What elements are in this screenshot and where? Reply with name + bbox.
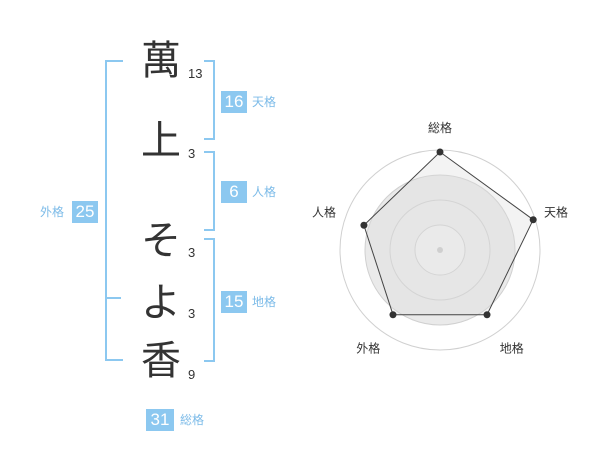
name-char-3: そ [141, 218, 181, 264]
tenkaku-label: 天格 [252, 95, 277, 109]
name-char-5: 香 [141, 338, 181, 384]
radar-center [437, 247, 443, 253]
bracket-jinkaku [204, 151, 215, 231]
radar-point-1 [529, 216, 537, 224]
gaikaku-badge: 25 [72, 201, 98, 223]
soukaku-badge: 31 [146, 409, 174, 431]
radar-point-2 [483, 311, 491, 319]
name-char-4: よ [141, 280, 181, 326]
radar-axis-label-1: 天格 [544, 204, 568, 219]
name-char-2: 上 [141, 118, 181, 164]
radar-point-0 [436, 148, 444, 156]
radar-point-4 [360, 221, 368, 229]
soukaku-label: 総格 [180, 413, 205, 427]
stroke-count-2: 3 [188, 146, 196, 161]
stroke-count-4: 3 [188, 306, 196, 321]
stroke-count-3: 3 [188, 245, 196, 260]
bracket-gaikaku-divider [107, 297, 121, 299]
radar-axis-label-0: 総格 [428, 120, 452, 135]
radar-shape [363, 151, 534, 316]
radar-point-3 [389, 311, 397, 319]
chikaku-label: 地格 [252, 295, 277, 309]
radar-axis-label-3: 外格 [356, 341, 380, 356]
radar-axis-label-4: 人格 [312, 204, 336, 219]
bracket-chikaku [204, 238, 215, 362]
stroke-count-5: 9 [188, 367, 196, 382]
chikaku-badge: 15 [221, 291, 247, 313]
stroke-count-1: 13 [188, 66, 203, 81]
bracket-tenkaku [204, 60, 215, 140]
radar-axis-label-2: 地格 [500, 341, 524, 356]
jinkaku-badge: 6 [221, 181, 247, 203]
bracket-gaikaku [105, 60, 123, 361]
name-char-1: 萬 [141, 38, 181, 84]
jinkaku-label: 人格 [252, 185, 277, 199]
radar-points [360, 148, 537, 319]
gaikaku-label: 外格 [40, 205, 65, 219]
tenkaku-badge: 16 [221, 91, 247, 113]
